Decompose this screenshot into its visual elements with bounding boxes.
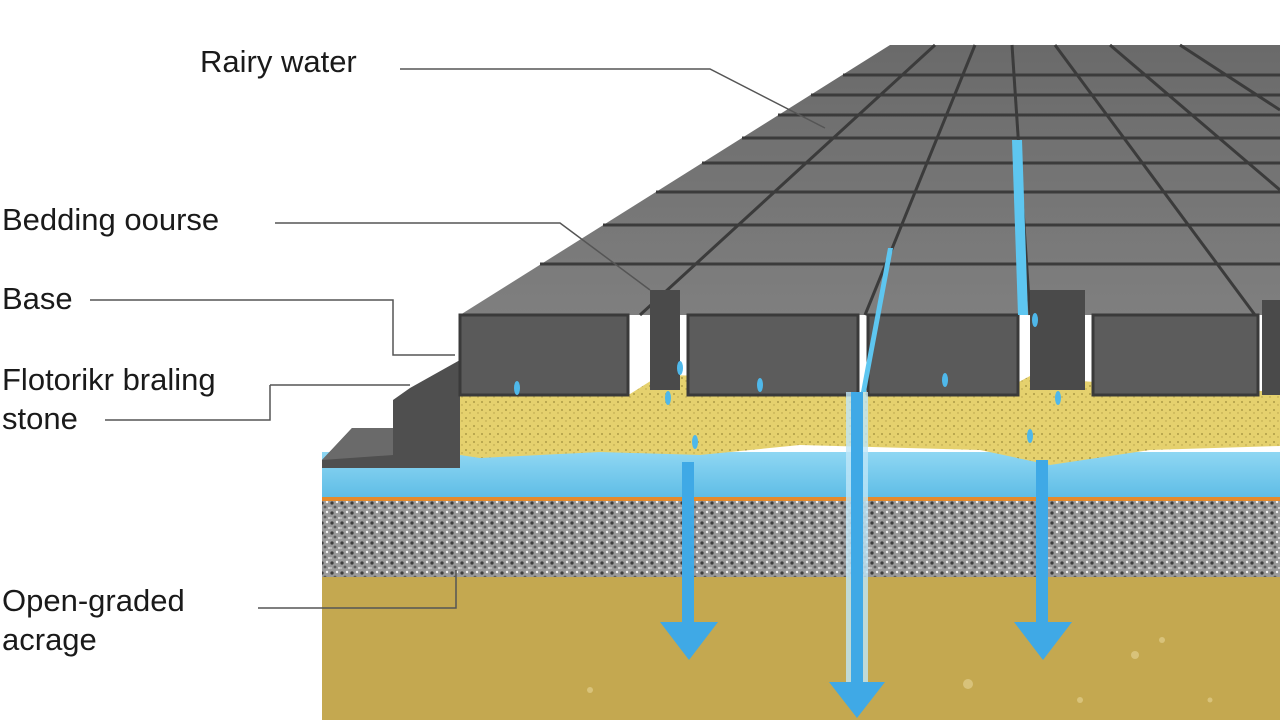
- flow-arrow-center: [829, 392, 885, 718]
- leader-lines: [90, 68, 826, 609]
- front-pavers: [458, 290, 1280, 397]
- gravel-layer: [322, 500, 1280, 577]
- subgrade-pebbles: [587, 637, 1213, 703]
- label-base: Base: [2, 281, 73, 316]
- orange-liner: [322, 496, 1280, 501]
- flow-arrow-left: [660, 462, 718, 660]
- water-droplets: [514, 313, 1061, 449]
- flow-arrow-right: [1014, 460, 1072, 660]
- label-stone-line1: Flotorikr braling: [2, 362, 216, 397]
- subgrade-layer: [322, 576, 1280, 720]
- joint-water-streams: [861, 140, 1028, 392]
- label-bedding-course: Bedding oourse: [2, 202, 220, 237]
- label-open-graded-line1: Open-graded: [2, 583, 185, 618]
- stepped-edge-top: [322, 428, 393, 460]
- water-layer: [322, 452, 1280, 497]
- paver-field-top: [460, 45, 1280, 315]
- label-rainy-water: Rairy water: [200, 44, 357, 79]
- bedding-sand-layer: [460, 375, 1280, 465]
- paver-joints: [540, 43, 1280, 317]
- label-open-graded-line2: acrage: [2, 622, 97, 657]
- label-stone-line2: stone: [2, 401, 78, 436]
